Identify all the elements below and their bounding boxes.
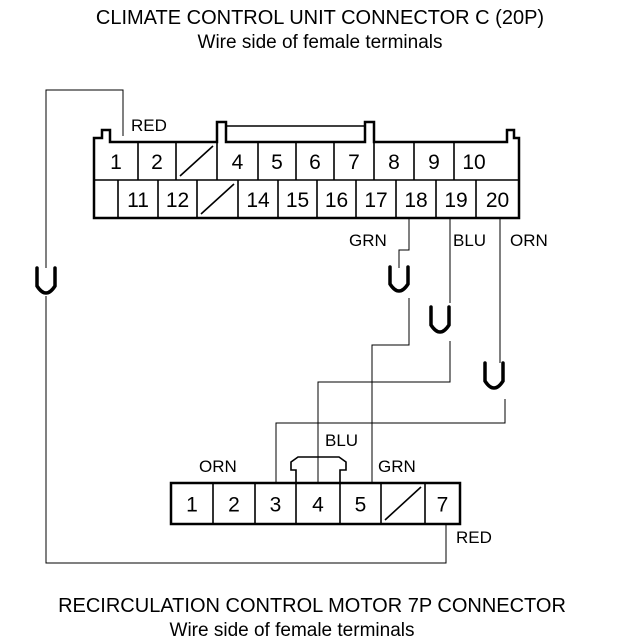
wire-orn: [275, 218, 506, 483]
bottom-connector-title: RECIRCULATION CONTROL MOTOR 7P CONNECTOR: [58, 595, 566, 617]
connector-motor-pin-2: 2: [228, 494, 240, 517]
connector-c-pin-4: 4: [232, 151, 244, 174]
connector-c-pin-5: 5: [271, 151, 283, 174]
wire-label-red-bottom: RED: [456, 528, 492, 547]
connector-c-blank-slot: [179, 145, 214, 177]
connector-c-pin-2: 2: [151, 151, 163, 174]
connector-c-blank-slot: [200, 183, 235, 215]
junction-connector-orn: [483, 361, 505, 390]
connector-motor-pin-7: 7: [437, 494, 449, 517]
connector-c-pin-18: 18: [404, 189, 427, 212]
connector-c-pin-7: 7: [348, 151, 360, 174]
wire-blu: [317, 218, 451, 483]
wire-label-orn-bottom: ORN: [199, 457, 237, 476]
connector-motor-7p: 1 2 3 4 5 7: [169, 456, 462, 526]
connector-c-pin-15: 15: [286, 189, 309, 212]
wire-label-blu-bottom: BLU: [325, 431, 358, 450]
connector-motor-pin-5: 5: [355, 494, 367, 517]
junction-connector-red: [35, 266, 57, 295]
connector-c-row-1: 1 2 4 5 6 7 8 9 10: [110, 142, 486, 180]
wire-grn: [371, 218, 410, 483]
connector-motor-pin-4: 4: [312, 494, 324, 517]
connector-c-pin-16: 16: [325, 189, 348, 212]
top-connector-subtitle: Wire side of female terminals: [198, 32, 443, 53]
connector-c-row-2: 11 12 14 15 16 17 18 19 20: [117, 180, 509, 218]
bottom-connector-subtitle: Wire side of female terminals: [170, 620, 415, 641]
connector-c-pin-8: 8: [388, 151, 400, 174]
connector-motor-pin-3: 3: [270, 494, 282, 517]
wire-red: [45, 89, 447, 564]
wire-label-red-top: RED: [131, 116, 167, 135]
wire-label-grn-bottom: GRN: [378, 457, 416, 476]
junction-connector-blu: [429, 305, 451, 334]
connector-c-pin-20: 20: [486, 189, 509, 212]
connector-motor-housing: [169, 481, 462, 526]
connector-c-pin-6: 6: [309, 151, 321, 174]
wire-label-orn-top: ORN: [510, 231, 548, 250]
connector-motor-pin-1: 1: [186, 494, 198, 517]
wire-label-blu-top: BLU: [453, 231, 486, 250]
connector-motor-row: 1 2 3 4 5 7: [186, 483, 448, 524]
wire-label-grn-top: GRN: [349, 231, 387, 250]
connector-c-housing: [92, 120, 521, 220]
connector-c-pin-17: 17: [364, 189, 387, 212]
connector-motor-blank-slot: [384, 486, 422, 521]
top-connector-title: CLIMATE CONTROL UNIT CONNECTOR C (20P): [96, 7, 544, 29]
connector-c-pin-12: 12: [166, 189, 189, 212]
connector-motor-lock-tab: [290, 456, 347, 483]
connector-c-pin-1: 1: [110, 151, 122, 174]
connector-c-pin-14: 14: [246, 189, 270, 212]
connector-c-pin-11: 11: [127, 189, 149, 212]
connector-c-pin-10: 10: [462, 151, 485, 174]
junction-connector-grn: [388, 265, 410, 293]
connector-c-pin-9: 9: [428, 151, 440, 174]
connector-c-pin-19: 19: [444, 189, 467, 212]
